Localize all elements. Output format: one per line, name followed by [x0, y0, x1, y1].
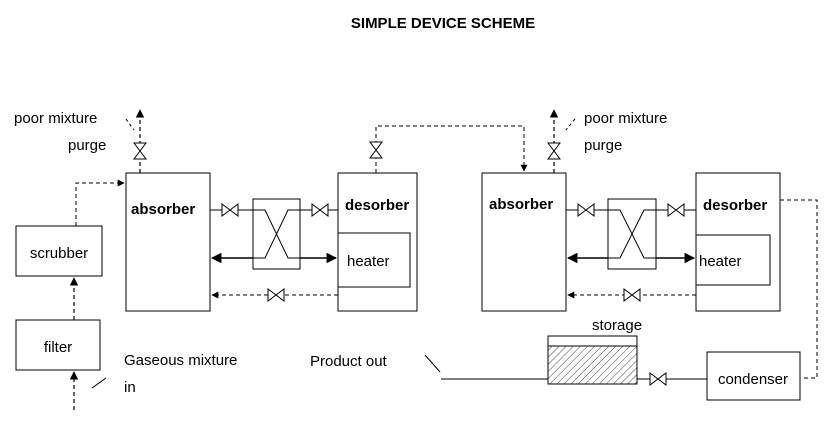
valve-icon[interactable]: [221, 203, 239, 217]
valve-icon[interactable]: [311, 203, 329, 217]
storage-hatch: [547, 345, 638, 385]
storage-label: storage: [592, 317, 642, 334]
gaseous-mixture-label: Gaseous mixture: [124, 352, 237, 369]
heater-1[interactable]: [337, 232, 411, 288]
diagram-title: SIMPLE DEVICE SCHEME: [351, 15, 535, 32]
condenser-label: condenser: [718, 371, 788, 388]
product-out-leader: [424, 354, 441, 373]
condenser[interactable]: [706, 351, 801, 401]
absorber-1[interactable]: [125, 172, 211, 312]
valve-icon[interactable]: [649, 372, 667, 386]
gaseous-in-label: in: [124, 379, 136, 396]
desorber-1-label: desorber: [345, 197, 409, 214]
valve-icon[interactable]: [623, 288, 641, 302]
scrubber-label: scrubber: [30, 245, 88, 262]
absorber-1-label: absorber: [131, 201, 195, 218]
right-poor-mixture-label: poor mixture: [584, 110, 667, 127]
gaseous-mixture-leader: [91, 377, 107, 389]
valve-icon[interactable]: [547, 142, 561, 160]
left-poor-mixture-label: poor mixture: [14, 110, 97, 127]
right-purge-leader: [565, 118, 576, 131]
heater-2-label: heater: [699, 253, 742, 270]
filter-label: filter: [44, 339, 72, 356]
scrubber[interactable]: [15, 225, 103, 277]
valve-icon[interactable]: [133, 142, 147, 160]
heater-1-label: heater: [347, 253, 390, 270]
heat-exchanger-1-icon[interactable]: [252, 198, 301, 270]
absorber-2-label: absorber: [489, 196, 553, 213]
absorber-2[interactable]: [481, 172, 567, 312]
valve-icon[interactable]: [369, 141, 383, 159]
right-purge-label: purge: [584, 137, 622, 154]
desorber-2-label: desorber: [703, 197, 767, 214]
heat-exchanger-2-icon[interactable]: [607, 198, 657, 270]
product-out-label: Product out: [310, 353, 388, 370]
heater-2[interactable]: [695, 234, 771, 286]
left-purge-label: purge: [68, 137, 106, 154]
filter[interactable]: [15, 319, 101, 371]
valve-icon[interactable]: [667, 203, 685, 217]
valve-icon[interactable]: [267, 288, 285, 302]
valve-icon[interactable]: [577, 203, 595, 217]
left-purge-leader: [125, 118, 135, 131]
